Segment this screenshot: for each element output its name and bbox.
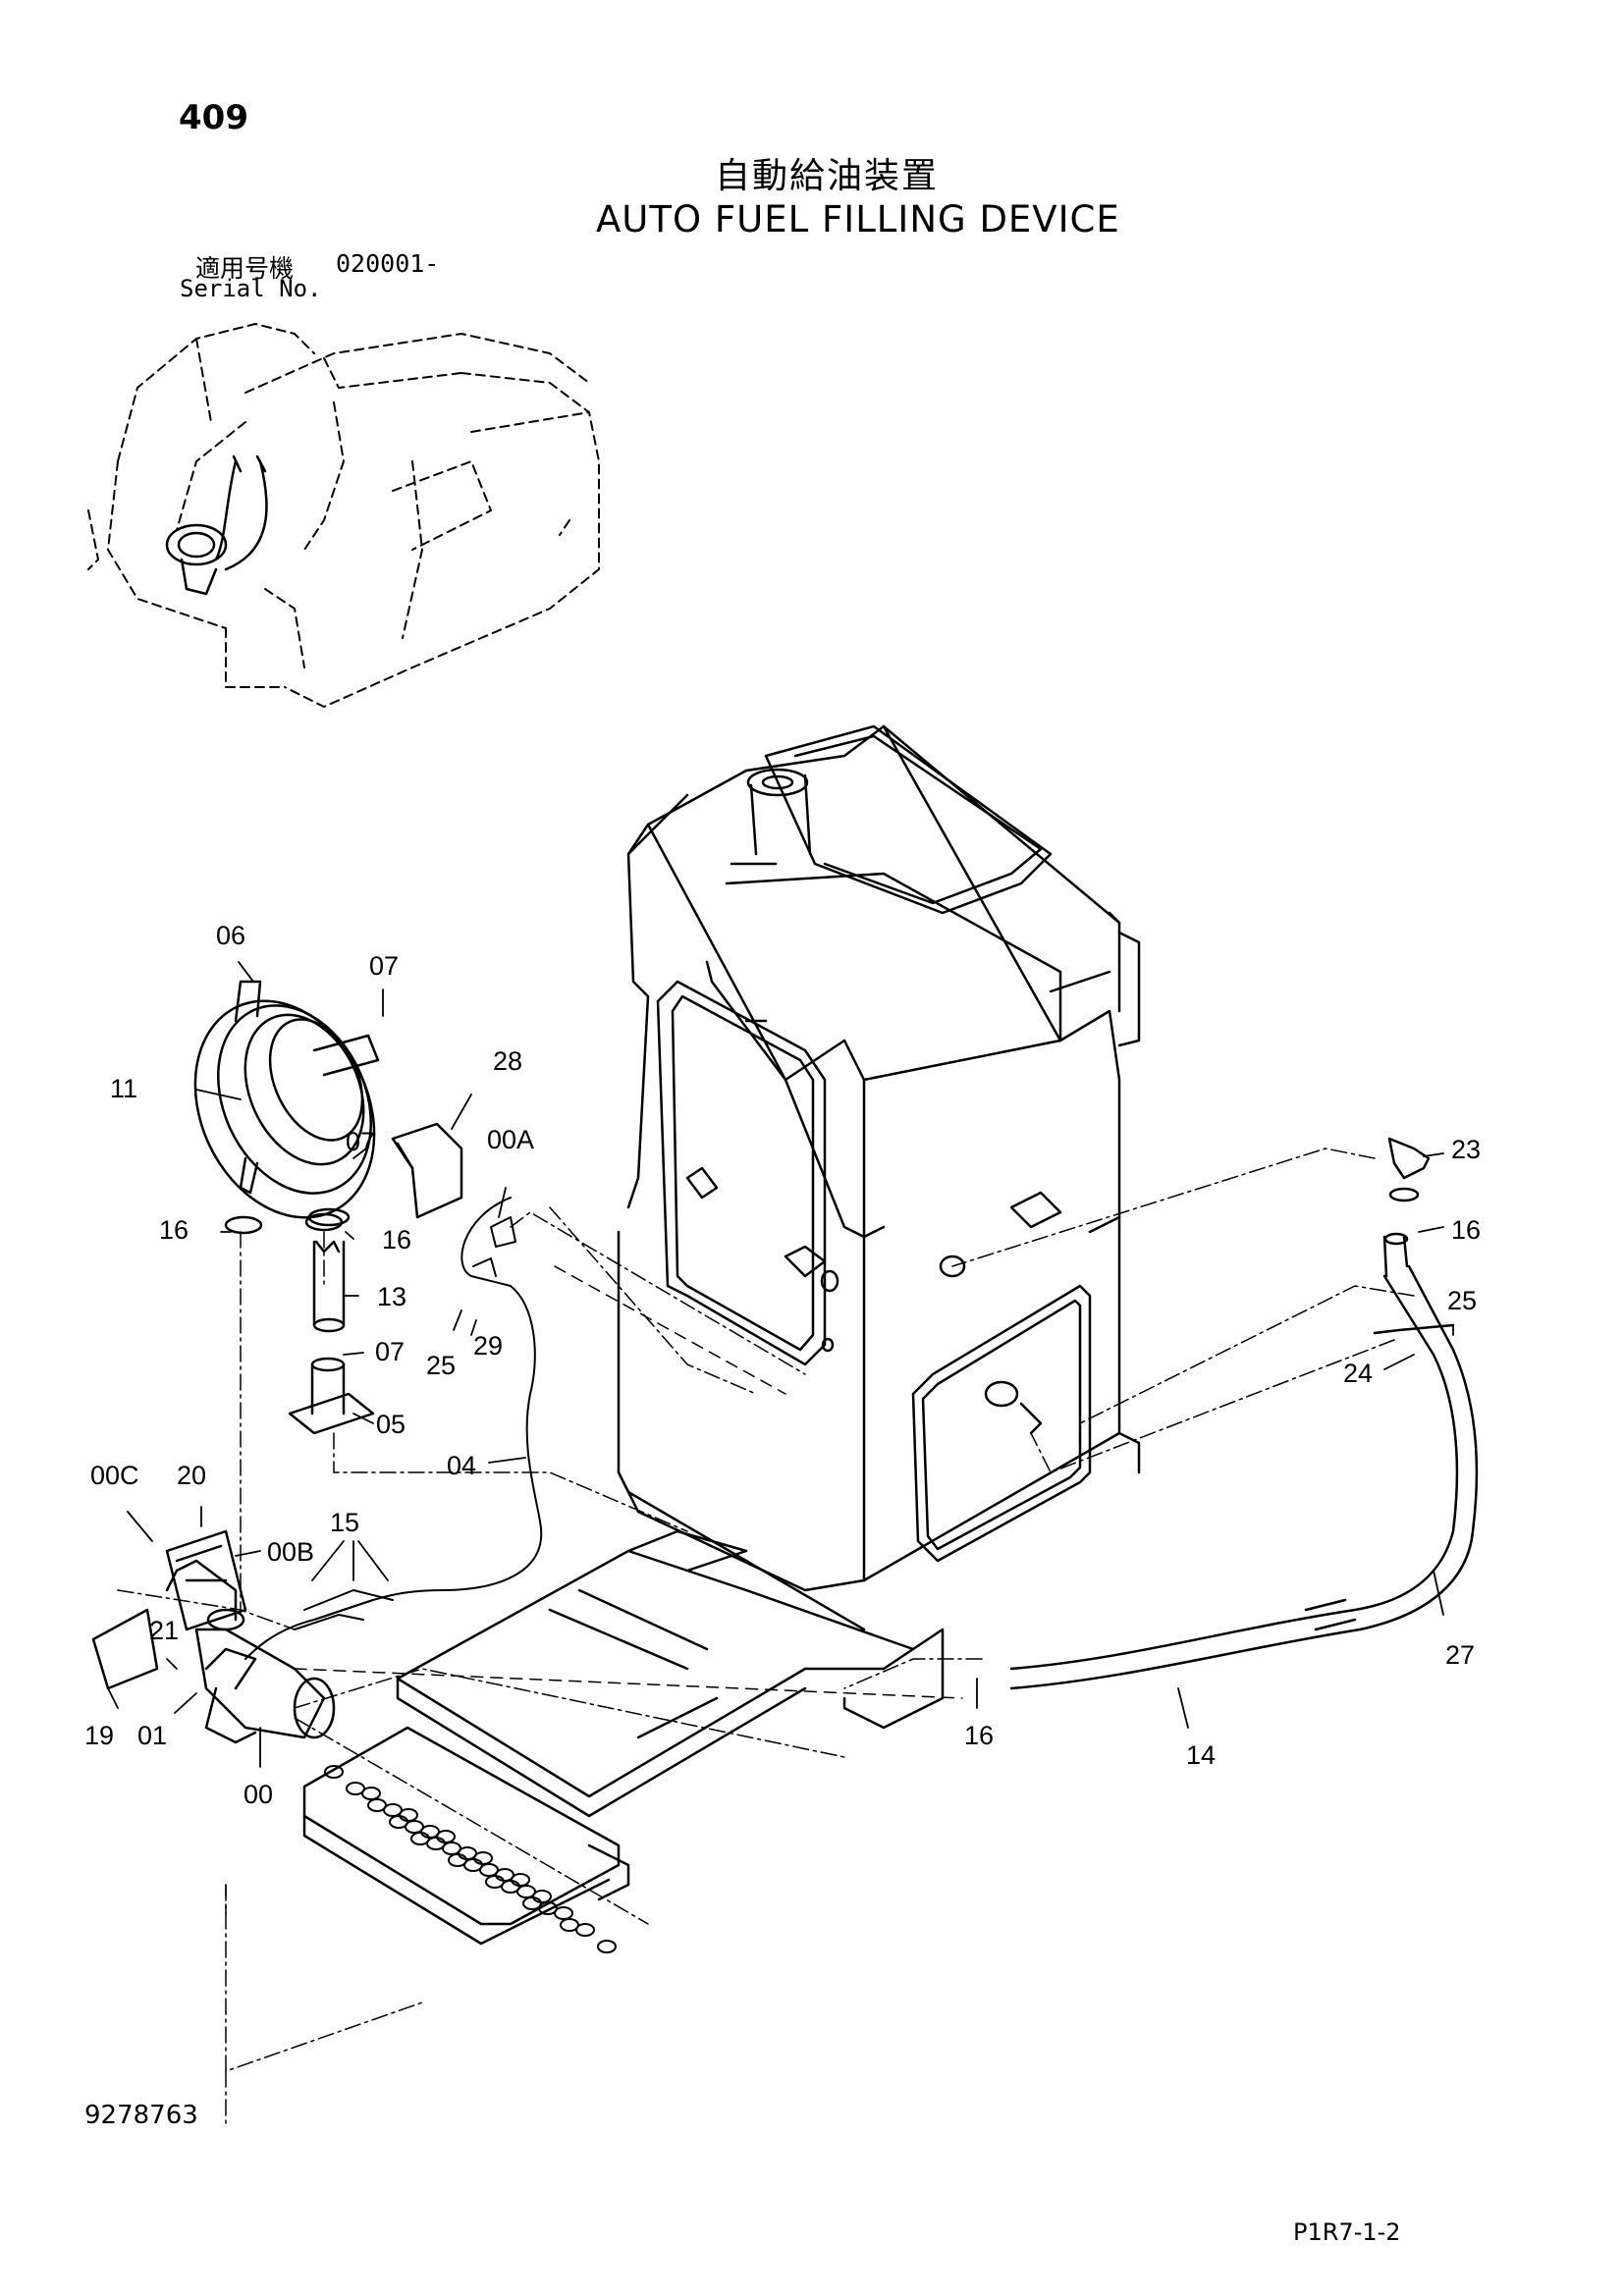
page-code: P1R7-1-2 — [1293, 2218, 1401, 2246]
callout-05: 05 — [376, 1410, 406, 1439]
serial-label-japanese: 適用号機 — [195, 254, 295, 283]
callout-24: 24 — [1343, 1359, 1373, 1388]
serial-label: Serial No. — [180, 275, 322, 302]
leader-lines — [117, 1148, 1415, 2126]
callout-00A: 00A — [487, 1125, 534, 1154]
callout-labels: 06 07 28 11 00A 07 23 16 16 16 13 25 07 … — [84, 921, 1481, 1809]
step-hole — [597, 1940, 617, 1953]
callout-leaders — [107, 961, 1454, 1768]
callout-16c: 16 — [1451, 1215, 1481, 1245]
serial-number-value: 020001- — [336, 249, 440, 278]
step-hole — [346, 1782, 365, 1795]
callout-16d: 16 — [964, 1721, 994, 1750]
callout-29: 29 — [473, 1331, 503, 1361]
hose-reel — [193, 980, 463, 1219]
swivel-parts — [224, 1207, 375, 1435]
callout-23: 23 — [1451, 1135, 1481, 1164]
fuel-tank — [617, 724, 1141, 1631]
fuel-pump — [91, 1529, 336, 1744]
step-hole — [448, 1853, 467, 1867]
callout-28: 28 — [493, 1046, 522, 1076]
callout-15: 15 — [330, 1508, 359, 1537]
callout-07: 07 — [369, 951, 399, 981]
callout-07b: 07 — [346, 1127, 375, 1156]
callout-07c: 07 — [375, 1337, 405, 1366]
callout-00: 00 — [244, 1780, 273, 1809]
callout-00C: 00C — [90, 1461, 139, 1490]
step-hole — [324, 1765, 344, 1779]
page-number: 409 — [179, 98, 248, 137]
step-hole — [485, 1875, 505, 1889]
step-hole — [560, 1918, 579, 1932]
excavator-location-inset — [87, 323, 600, 708]
callout-00B: 00B — [267, 1537, 314, 1567]
callout-13: 13 — [377, 1282, 406, 1311]
callout-01: 01 — [137, 1721, 167, 1750]
callout-21: 21 — [149, 1616, 179, 1645]
callout-19: 19 — [84, 1721, 114, 1750]
step-hole — [389, 1815, 408, 1829]
step-hole — [367, 1798, 387, 1812]
step-hole — [522, 1896, 542, 1910]
callout-27: 27 — [1445, 1640, 1475, 1670]
page-title: AUTO FUEL FILLING DEVICE — [596, 198, 1120, 240]
callout-14: 14 — [1186, 1740, 1216, 1770]
mounting-plate — [302, 1529, 945, 1946]
callout-20: 20 — [177, 1461, 206, 1490]
leader-lines-dashed — [225, 1265, 963, 1915]
wire-harness — [244, 1197, 543, 1660]
callout-25b: 25 — [426, 1351, 456, 1380]
inset-auto-fuel-unit — [165, 454, 268, 596]
callout-25a: 25 — [1447, 1286, 1477, 1315]
document-number: 9278763 — [84, 2101, 198, 2130]
step-hole — [410, 1832, 430, 1845]
callout-11: 11 — [110, 1074, 137, 1103]
return-hoses — [1009, 1137, 1479, 1690]
callout-06: 06 — [216, 921, 245, 950]
step-holes — [324, 1765, 617, 1953]
callout-04: 04 — [447, 1451, 476, 1480]
callout-16b: 16 — [382, 1225, 411, 1255]
callout-16a: 16 — [159, 1215, 189, 1245]
page-title-japanese: 自動給油装置 — [715, 156, 940, 196]
